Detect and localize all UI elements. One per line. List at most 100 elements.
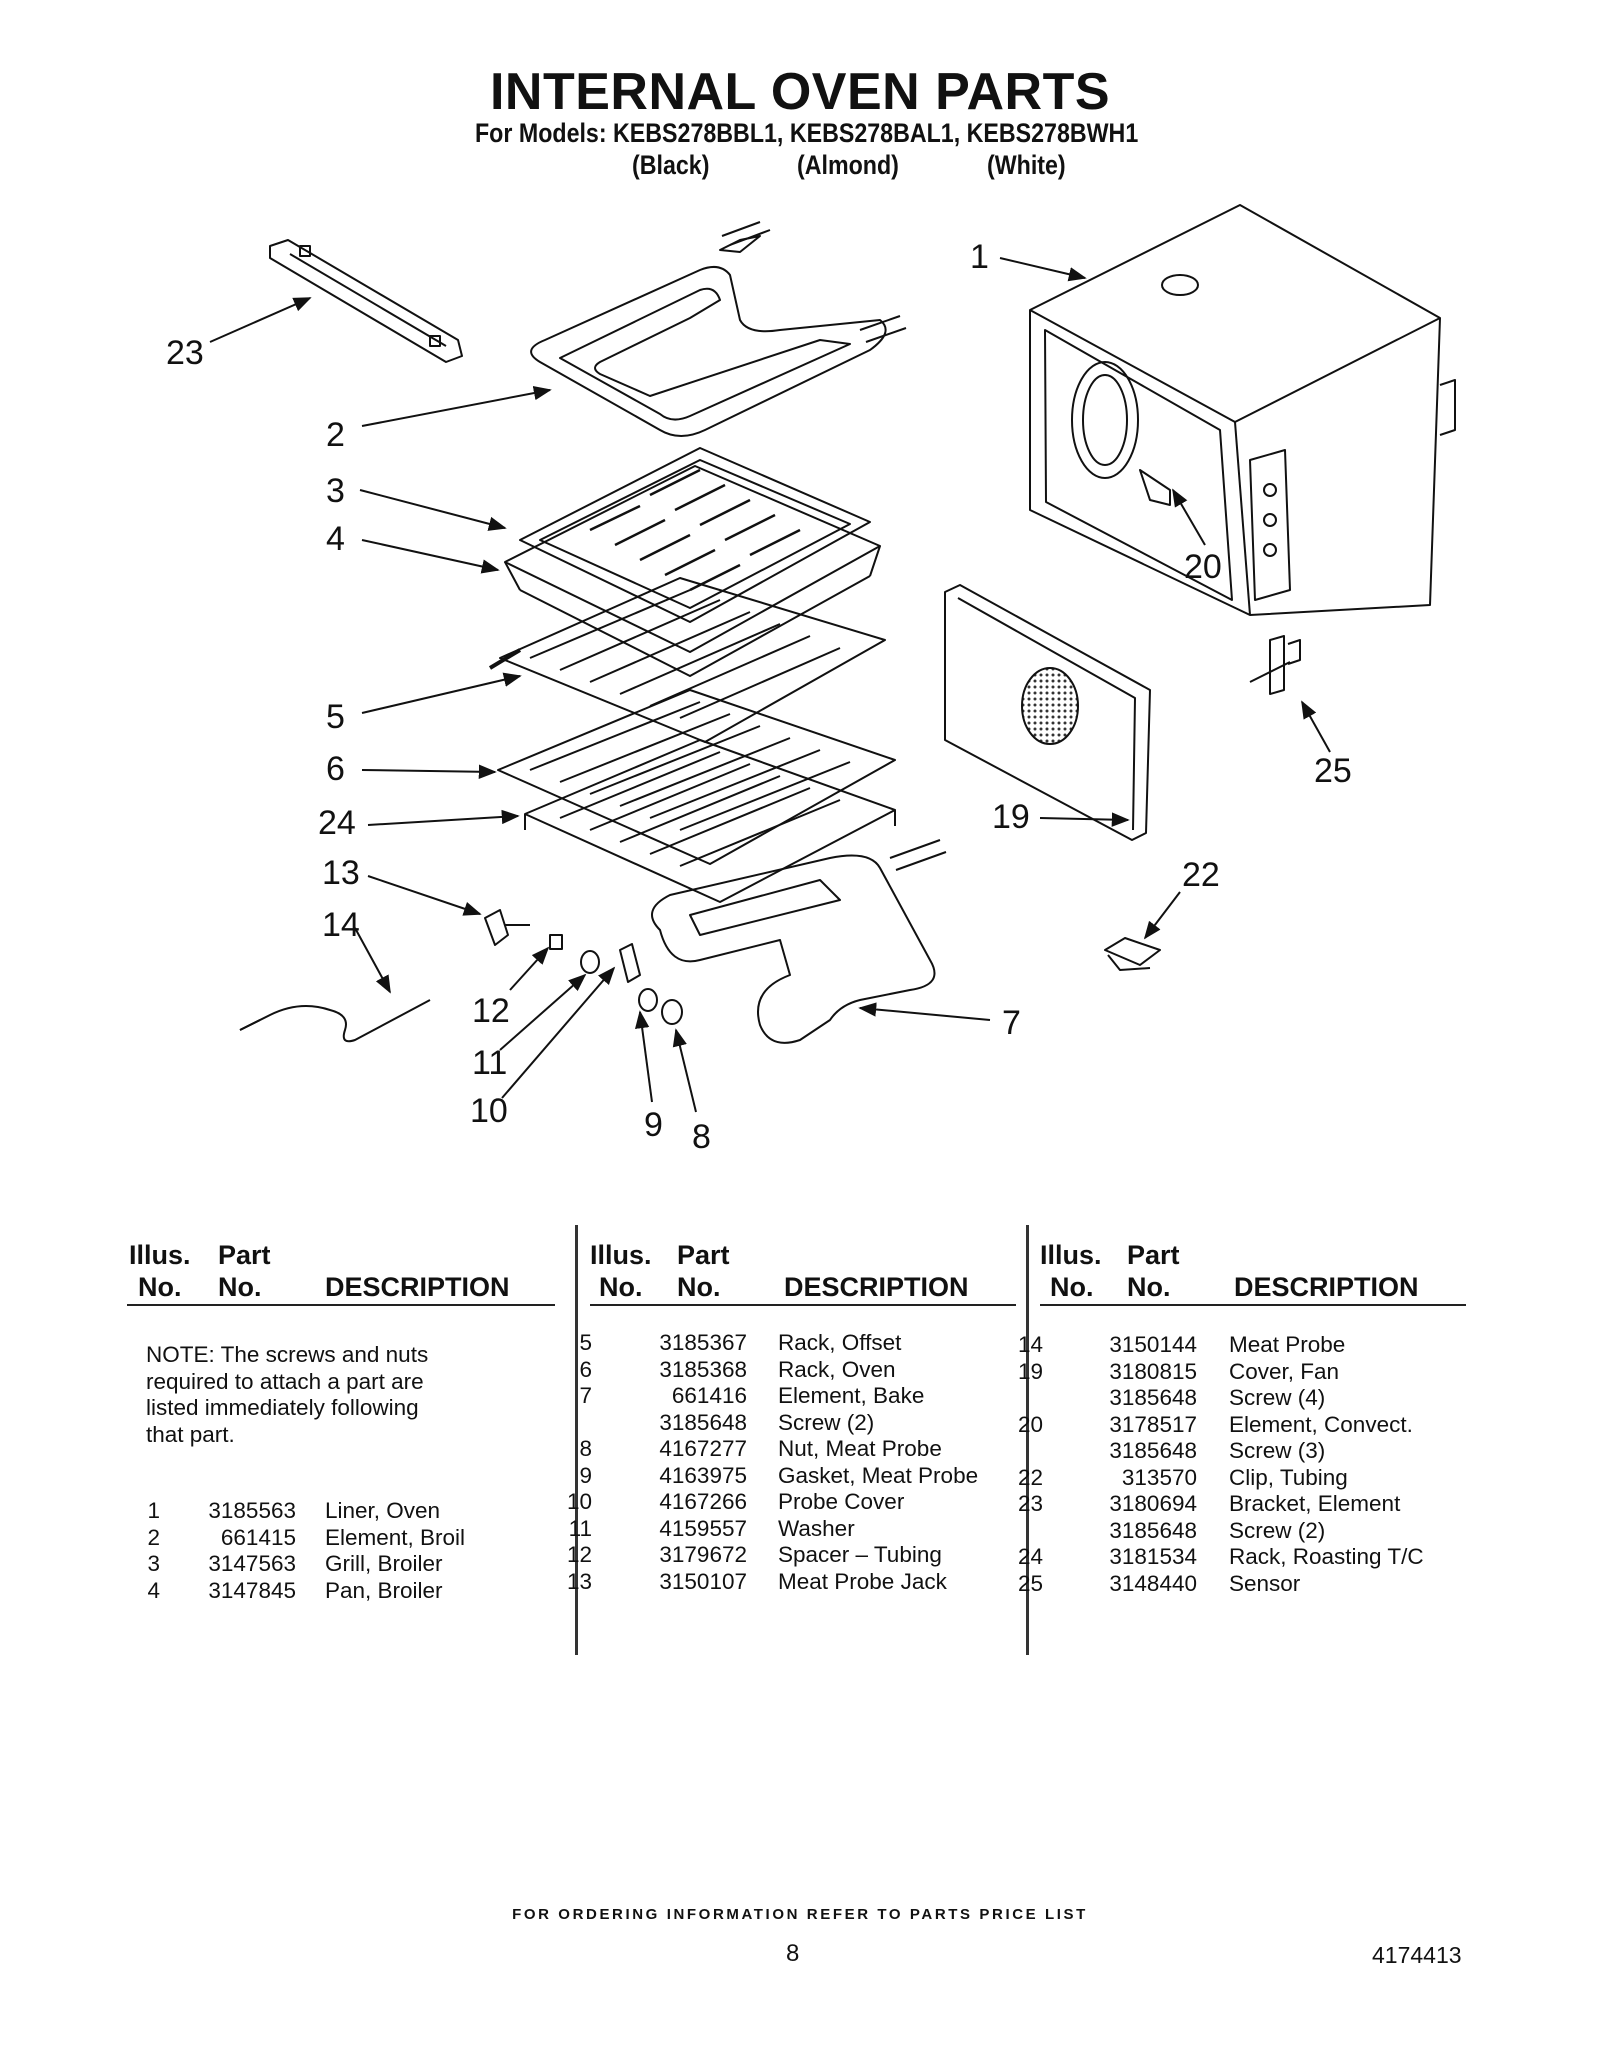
header-description: DESCRIPTION: [784, 1272, 969, 1302]
part-description: Rack, Roasting T/C: [1229, 1544, 1424, 1569]
header-illus: Illus.: [1040, 1240, 1102, 1270]
models-line: For Models: KEBS278BBL1, KEBS278BAL1, KE…: [475, 118, 1139, 148]
page-number: 8: [786, 1940, 800, 1967]
callout-6: 6: [326, 750, 345, 788]
part-description: Nut, Meat Probe: [778, 1436, 942, 1461]
meat-probe-jack-part: [484, 909, 530, 946]
illus-number: 22: [1017, 1464, 1043, 1490]
part-description: Grill, Broiler: [325, 1551, 443, 1576]
callout-9: 9: [644, 1106, 663, 1144]
column-divider: [575, 1225, 578, 1655]
part-number: 3148440: [1109, 1570, 1197, 1596]
illus-number: 7: [579, 1383, 592, 1408]
part-description: Sensor: [1229, 1570, 1301, 1596]
color-almond: (Almond): [797, 150, 899, 180]
roasting-rack-part: [524, 739, 896, 903]
part-description: Probe Cover: [778, 1489, 905, 1514]
callout-13: 13: [322, 854, 360, 892]
part-description: Rack, Offset: [778, 1330, 902, 1355]
table-row: 3185648 Screw (4): [0, 1385, 1600, 1412]
part-number: 4163975: [659, 1462, 747, 1488]
header-illus: Illus.: [590, 1240, 652, 1270]
table-note: NOTE: The screws and nuts required to at…: [146, 1342, 429, 1447]
header-no: No.: [1127, 1272, 1171, 1302]
header-no: No.: [677, 1272, 721, 1302]
document-number: 4174413: [1372, 1942, 1462, 1968]
sensor-part: [1249, 635, 1301, 695]
part-number: 661416: [671, 1383, 747, 1408]
callout-24: 24: [318, 804, 356, 842]
callout-1: 1: [970, 238, 989, 276]
color-black: (Black): [632, 150, 710, 180]
callout-12: 12: [472, 992, 510, 1030]
part-description: Element, Bake: [778, 1383, 925, 1408]
part-number: 3147845: [208, 1577, 296, 1603]
part-number: 3147563: [208, 1551, 296, 1576]
fan-cover-part: [944, 584, 1151, 841]
bake-element-part: [651, 839, 947, 1044]
callout-20: 20: [1184, 548, 1222, 586]
part-number: 313570: [1121, 1464, 1197, 1490]
illus-number: 20: [1017, 1411, 1043, 1437]
part-description: Gasket, Meat Probe: [778, 1462, 979, 1488]
part-number: 3185648: [1109, 1517, 1197, 1543]
broil-element-part: [530, 221, 907, 437]
header-description: DESCRIPTION: [325, 1272, 510, 1302]
header-part: Part: [677, 1240, 730, 1270]
illus-number: 25: [1017, 1570, 1043, 1596]
illus-number: 10: [566, 1489, 592, 1514]
part-number: 4167277: [659, 1436, 747, 1461]
part-description: Screw (3): [1229, 1438, 1326, 1463]
table-row: 3185648 Screw (3): [0, 1438, 1600, 1465]
oven-liner-part: [1029, 204, 1456, 616]
part-number: 3180815: [1109, 1358, 1197, 1384]
exploded-parts-diagram: 1 2 3 4 5 6 7 8 9 10 11 12 13 14 19 20 2…: [166, 204, 1456, 1156]
part-number: 3150107: [659, 1568, 747, 1594]
callout-3: 3: [326, 472, 345, 510]
header-no: No.: [1050, 1272, 1094, 1302]
column-divider: [1026, 1225, 1029, 1655]
tubing-clip-part: [1104, 937, 1161, 971]
callout-25: 25: [1314, 752, 1352, 790]
grill-broiler-part: [519, 447, 871, 623]
illus-number: 23: [1017, 1491, 1043, 1516]
callout-2: 2: [326, 416, 345, 454]
part-number: 3185367: [659, 1330, 747, 1355]
part-number: 3185648: [1109, 1438, 1197, 1463]
part-description: Screw (4): [1229, 1385, 1326, 1410]
header-part: Part: [218, 1240, 271, 1270]
broiler-pan-part: [504, 465, 881, 677]
part-number: 3185563: [208, 1498, 296, 1523]
part-number: 3185648: [1109, 1385, 1197, 1410]
header-underline: [127, 1304, 555, 1306]
header-no: No.: [218, 1272, 262, 1302]
illus-number: 9: [579, 1462, 592, 1488]
washer-part: [580, 950, 600, 974]
part-description: Screw (2): [778, 1409, 875, 1435]
part-description: Element, Broil: [325, 1524, 466, 1550]
illus-number: 14: [1017, 1332, 1043, 1357]
part-description: Cover, Fan: [1229, 1358, 1340, 1384]
gasket-part: [638, 988, 658, 1012]
header-part: Part: [1127, 1240, 1180, 1270]
meat-probe-part: [239, 999, 431, 1043]
table-row: 9 4163975 Gasket, Meat Probe: [0, 1463, 1600, 1490]
part-number: 4167266: [659, 1489, 747, 1514]
header-no: No.: [138, 1272, 182, 1302]
callout-7: 7: [1002, 1004, 1021, 1042]
part-description: Pan, Broiler: [325, 1577, 443, 1603]
part-description: Meat Probe Jack: [778, 1568, 947, 1594]
part-number: 3179672: [659, 1542, 747, 1567]
part-number: 3150144: [1109, 1332, 1197, 1357]
